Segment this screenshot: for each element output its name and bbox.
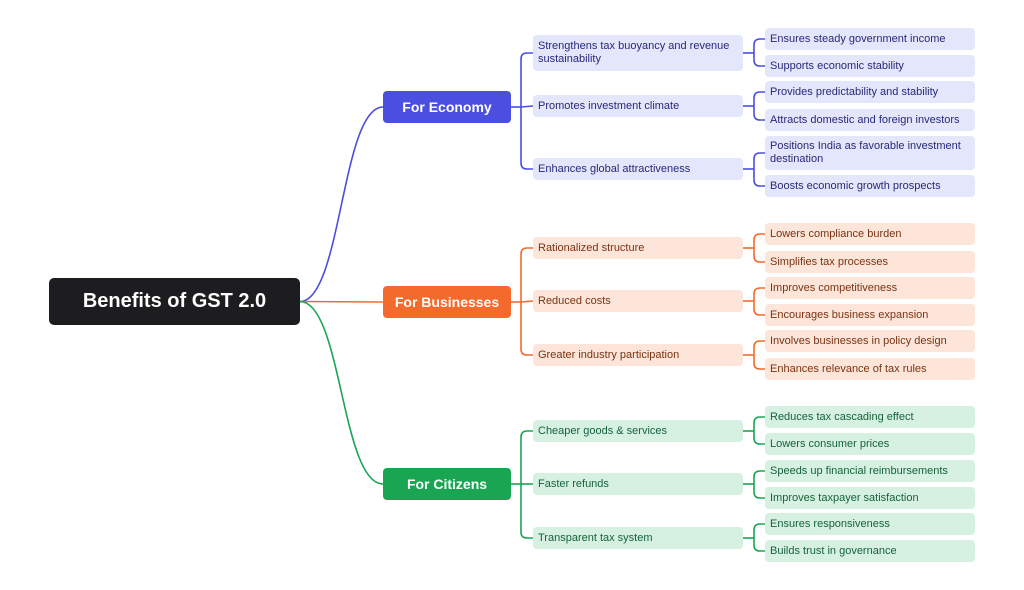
subtopic-to-leaf-connector: [753, 248, 765, 263]
subtopic-to-leaf-connector: [753, 340, 765, 355]
leaf-consumer-prices: Lowers consumer prices: [765, 433, 975, 455]
subtopic-to-leaf-connector: [753, 416, 765, 431]
root-label: Benefits of GST 2.0: [82, 290, 267, 312]
subtopic-to-leaf-connector: [753, 169, 765, 187]
subtopic-label: Cheaper goods & services: [538, 424, 668, 437]
category-to-subtopic-connector: [520, 430, 533, 484]
leaf-label: Enhances relevance of tax rules: [770, 362, 927, 375]
subtopic-to-leaf-connector: [753, 233, 765, 248]
leaf-label: Lowers consumer prices: [770, 437, 890, 450]
subtopic-industry-participation: Greater industry participation: [533, 344, 743, 366]
leaf-label: Involves businesses in policy design: [770, 334, 947, 347]
category-label: For Citizens: [406, 475, 488, 492]
leaf-label: Improves competitiveness: [770, 281, 898, 294]
root-node: Benefits of GST 2.0: [49, 278, 300, 325]
subtopic-to-leaf-connector: [753, 53, 765, 67]
leaf-label: Speeds up financial reimbursements: [770, 464, 948, 477]
leaf-taxpayer-satisfaction: Improves taxpayer satisfaction: [765, 487, 975, 509]
leaf-tax-rules: Enhances relevance of tax rules: [765, 358, 975, 380]
subtopic-transparent-system: Transparent tax system: [533, 527, 743, 549]
category-to-subtopic-connector: [520, 105, 534, 108]
category-to-subtopic-connector: [520, 302, 533, 356]
subtopic-label: Rationalized structure: [538, 241, 645, 254]
root-to-category-connector: [299, 300, 384, 303]
category-businesses: For Businesses: [383, 286, 511, 318]
subtopic-label: Reduced costs: [538, 294, 611, 307]
subtopic-to-leaf-connector: [753, 538, 765, 552]
subtopic-investment-climate: Promotes investment climate: [533, 95, 743, 117]
leaf-predictability: Provides predictability and stability: [765, 81, 975, 103]
leaf-label: Builds trust in governance: [770, 544, 897, 557]
category-to-subtopic-connector: [520, 247, 533, 302]
subtopic-to-leaf-connector: [753, 523, 765, 538]
subtopic-faster-refunds: Faster refunds: [533, 473, 743, 495]
leaf-growth-prospects: Boosts economic growth prospects: [765, 175, 975, 197]
category-to-subtopic-connector: [520, 300, 534, 303]
leaf-label: Positions India as favorable investment …: [770, 140, 961, 165]
leaf-label: Reduces tax cascading effect: [770, 410, 914, 423]
leaf-label: Supports economic stability: [770, 59, 904, 72]
category-to-subtopic-connector: [520, 484, 533, 539]
leaf-responsiveness: Ensures responsiveness: [765, 513, 975, 535]
root-to-category-connector: [299, 300, 384, 485]
subtopic-to-leaf-connector: [753, 287, 765, 301]
leaf-label: Improves taxpayer satisfaction: [770, 491, 919, 504]
subtopic-reduced-costs: Reduced costs: [533, 290, 743, 312]
subtopic-to-leaf-connector: [753, 91, 765, 106]
subtopic-to-leaf-connector: [753, 38, 765, 53]
subtopic-label: Transparent tax system: [538, 531, 653, 544]
leaf-policy-design: Involves businesses in policy design: [765, 330, 975, 352]
leaf-label: Ensures responsiveness: [770, 517, 890, 530]
subtopic-global-attractiveness: Enhances global attractiveness: [533, 158, 743, 180]
leaf-steady-income: Ensures steady government income: [765, 28, 975, 50]
leaf-economic-stability: Supports economic stability: [765, 55, 975, 77]
subtopic-tax-buoyancy: Strengthens tax buoyancy and revenue sus…: [533, 35, 743, 71]
leaf-label: Ensures steady government income: [770, 32, 946, 45]
subtopic-label: Enhances global attractiveness: [538, 162, 691, 175]
category-label: For Businesses: [394, 293, 500, 310]
leaf-cascading-effect: Reduces tax cascading effect: [765, 406, 975, 428]
subtopic-to-leaf-connector: [753, 431, 765, 445]
leaf-label: Attracts domestic and foreign investors: [770, 113, 960, 126]
category-label: For Economy: [402, 98, 492, 115]
leaf-simplifies-processes: Simplifies tax processes: [765, 251, 975, 273]
leaf-label: Boosts economic growth prospects: [770, 179, 941, 192]
leaf-attracts-investors: Attracts domestic and foreign investors: [765, 109, 975, 131]
leaf-label: Lowers compliance burden: [770, 227, 902, 240]
subtopic-label: Strengthens tax buoyancy and revenue sus…: [538, 40, 730, 65]
subtopic-label: Greater industry participation: [538, 348, 680, 361]
leaf-competitiveness: Improves competitiveness: [765, 277, 975, 299]
subtopic-to-leaf-connector: [753, 106, 765, 121]
subtopic-label: Faster refunds: [538, 477, 609, 490]
leaf-label: Simplifies tax processes: [770, 255, 888, 268]
leaf-positions-india: Positions India as favorable investment …: [765, 136, 975, 170]
leaf-business-expansion: Encourages business expansion: [765, 304, 975, 326]
leaf-label: Provides predictability and stability: [770, 85, 939, 98]
subtopic-to-leaf-connector: [753, 152, 765, 169]
leaf-compliance-burden: Lowers compliance burden: [765, 223, 975, 245]
category-economy: For Economy: [383, 91, 511, 123]
subtopic-rationalized-structure: Rationalized structure: [533, 237, 743, 259]
subtopic-to-leaf-connector: [753, 470, 765, 484]
leaf-label: Encourages business expansion: [770, 308, 929, 321]
leaf-trust-governance: Builds trust in governance: [765, 540, 975, 562]
category-to-subtopic-connector: [520, 52, 533, 107]
category-to-subtopic-connector: [520, 107, 533, 170]
subtopic-to-leaf-connector: [753, 355, 765, 370]
subtopic-cheaper-goods: Cheaper goods & services: [533, 420, 743, 442]
subtopic-label: Promotes investment climate: [538, 99, 680, 112]
category-citizens: For Citizens: [383, 468, 511, 500]
subtopic-to-leaf-connector: [753, 484, 765, 499]
subtopic-to-leaf-connector: [753, 301, 765, 316]
leaf-reimbursements: Speeds up financial reimbursements: [765, 460, 975, 482]
root-to-category-connector: [299, 106, 384, 303]
